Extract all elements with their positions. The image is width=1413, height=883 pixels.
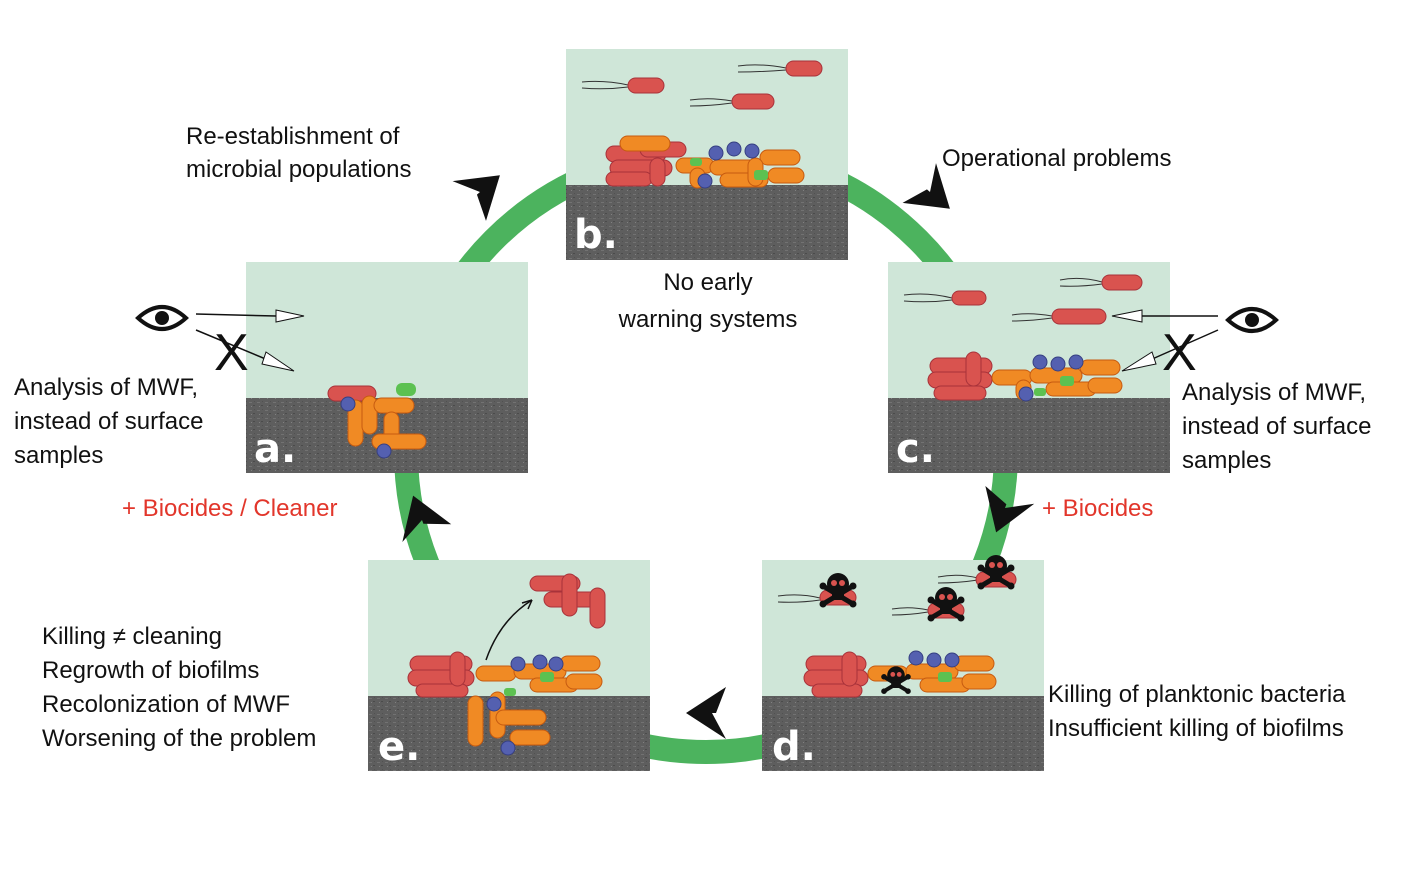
biocides-cleaner-label: + Biocides / Cleaner <box>122 495 337 522</box>
killing-planktonic-1: Killing of planktonic bacteria <box>1048 681 1346 708</box>
cycle-arrow-icon <box>985 485 1035 533</box>
analysis-right-3: samples <box>1182 447 1271 474</box>
killing-list-3: Recolonization of MWF <box>42 691 290 718</box>
eye-icon <box>1225 307 1279 333</box>
killing-list-2: Regrowth of biofilms <box>42 657 259 684</box>
reestablishment-label-2: microbial populations <box>186 156 411 183</box>
killing-list-4: Worsening of the problem <box>42 725 316 752</box>
analysis-left-1: Analysis of MWF, <box>14 374 198 401</box>
no-warning-label-2: warning systems <box>618 306 798 333</box>
killing-planktonic-2: Insufficient killing of biofilms <box>1048 715 1344 742</box>
panel-label-d: d. <box>772 724 816 770</box>
x-mark-left: X <box>214 324 249 382</box>
biocides-label: + Biocides <box>1042 495 1153 522</box>
panel-d <box>762 555 1044 771</box>
panel-label-b: b. <box>574 212 618 258</box>
panel-label-a: a. <box>254 426 296 472</box>
analysis-right-2: instead of surface <box>1182 413 1371 440</box>
cycle-arrow-icon <box>402 495 452 543</box>
panel-e <box>368 560 650 771</box>
analysis-left-3: samples <box>14 442 103 469</box>
analysis-right-1: Analysis of MWF, <box>1182 379 1366 406</box>
killing-list-1: Killing ≠ cleaning <box>42 623 222 650</box>
panel-c <box>888 262 1170 473</box>
cycle-arrow-icon <box>902 163 950 209</box>
panel-b <box>566 49 848 260</box>
reestablishment-label-1: Re-establishment of <box>186 123 400 150</box>
eye-icon <box>135 305 189 331</box>
panel-a <box>246 262 528 473</box>
no-warning-label-1: No early <box>663 269 752 296</box>
analysis-left-2: instead of surface <box>14 408 203 435</box>
panel-label-c: c. <box>896 426 935 472</box>
operational-problems-label: Operational problems <box>942 145 1171 172</box>
cycle-arrow-icon <box>686 687 726 739</box>
cycle-arrow-icon <box>452 175 500 221</box>
x-mark-right: X <box>1162 324 1197 382</box>
panel-label-e: e. <box>378 724 420 770</box>
